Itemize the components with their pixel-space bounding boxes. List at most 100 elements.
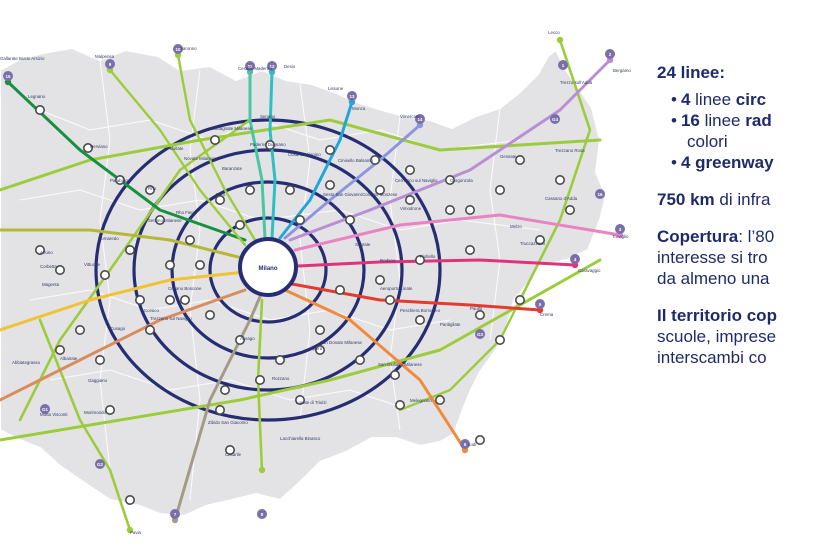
line-badge-20 [550,114,560,124]
line-badge-label-18: G2 [97,462,104,467]
center-label: Milano [259,266,278,272]
line-badge-17 [40,404,50,414]
radial-line-16 [288,58,612,242]
station-11 [54,344,65,355]
station-44 [135,294,146,305]
station-27 [534,235,545,246]
place-label-63: Magenta [42,282,60,287]
station-16 [215,195,226,206]
line-arrow-end-15 [126,526,134,534]
place-label-30: Vimodrone [400,206,422,211]
territorio-line2: scuole, imprese [657,327,777,346]
line-badge-label-1: 1 [562,63,565,68]
station-5 [125,245,136,256]
place-label-52: Assago [240,336,255,341]
radial-line-10 [0,288,247,402]
line-badge-label-14: 14 [417,117,423,122]
station-62 [220,384,231,395]
place-label-37: Truccazzano [520,241,546,246]
station-30 [374,274,385,285]
radial-line-15 [293,213,622,252]
station-59 [314,324,325,335]
copertura-line2: interesse si tro [657,248,768,267]
bullet-radial: 16 linee rad [671,110,824,131]
bullet-radial-wrap: colori [687,132,728,151]
place-label-5: Caravaggio [578,268,601,273]
station-24 [514,155,525,166]
place-label-71: Baranzate [222,166,243,171]
station-54 [294,215,305,226]
station-48 [324,145,335,156]
place-label-17: Gallarate Busto Arsizio [0,56,45,61]
radial-line-20 [248,70,267,240]
station-26 [564,205,575,216]
station-55 [235,220,246,231]
line-badge-5 [535,299,545,309]
circular-lines [94,118,442,422]
station-28 [464,245,475,256]
place-label-27: Cinisello Balsamo [338,158,373,163]
line-badge-16 [595,189,605,199]
station-36 [389,369,400,380]
line-badge-18 [95,459,105,469]
station-4 [145,185,156,196]
line-badge-label-9: 9 [109,62,112,67]
place-label-19: Parabiago [110,178,131,183]
line-badge-label-12: 12 [269,64,275,69]
place-label-67: Motta Visconti [40,412,68,417]
place-label-16: Legnano [28,94,46,99]
line-badge-6 [460,439,470,449]
station-23 [494,185,505,196]
station-66 [474,434,485,445]
station-51 [444,175,455,186]
place-label-58: Cusago [110,326,126,331]
station-13 [145,324,156,335]
station-52 [464,205,475,216]
bullet-radial-type: rad [745,111,772,130]
place-label-55: Trezzano sul Naviglio [150,316,192,321]
place-label-18: Nerviano [90,144,108,149]
radial-line-22 [176,53,257,242]
radial-line-5 [518,38,592,302]
stations [34,105,575,505]
place-label-47: Melegnano [410,398,432,403]
copertura-line3: da almeno una [657,269,770,288]
place-label-56: Cesano Boscone [168,286,202,291]
station-33 [474,309,485,320]
station-63 [434,394,445,405]
bullet-circular: 4 linee circ [671,89,824,110]
station-39 [255,374,266,385]
place-label-28: Sesto San Giovanni [323,192,362,197]
line-badge-label-5: 5 [539,302,542,307]
bullet-greenway-text: 4 greenway [680,153,774,172]
radial-line-11 [173,290,264,522]
radial-line-21 [108,68,247,247]
line-badge-label-7: 7 [174,512,177,517]
station-17 [245,185,256,196]
bullet-circular-text: linee [690,90,736,109]
station-12 [105,404,116,415]
line-badge-4 [570,254,580,264]
place-label-14: Monza [352,106,366,111]
place-label-72: Senago [260,114,276,119]
line-badge-label-8: 8 [261,512,264,517]
station-53 [344,215,355,226]
place-label-57: Corsico [144,308,159,313]
lines-list: 4 linee circ 16 linee rad [657,89,824,131]
station-20 [374,185,385,196]
infra-text: 750 km di infra [657,189,824,210]
bullet-circular-count: 4 [680,90,691,109]
station-65 [514,294,525,305]
station-3 [115,175,126,186]
place-label-66: Gaggiano [88,378,108,383]
radial-line-17 [283,123,422,240]
infra-label: di infra [714,190,771,209]
line-badge-label-20: G4 [552,117,559,122]
bullet-circular-type: circ [735,90,767,109]
bullet-radial-count: 16 [680,111,700,130]
place-label-12: Desio [284,64,296,69]
station-41 [225,444,236,455]
